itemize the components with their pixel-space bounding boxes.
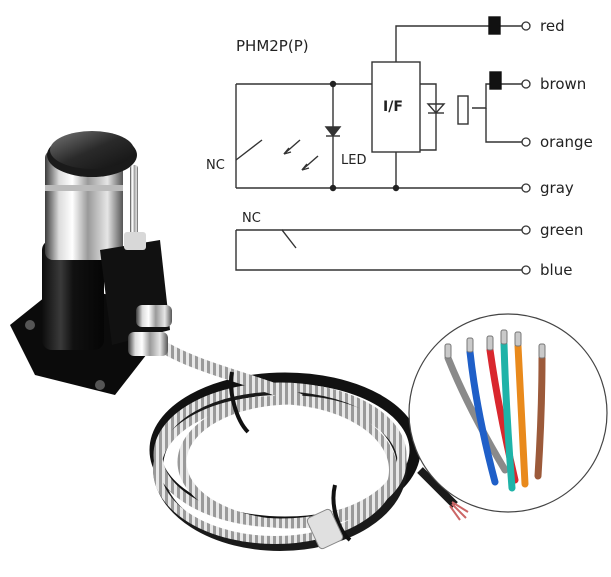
wire-label-green: green: [540, 221, 583, 239]
wire-strand: [500, 340, 516, 492]
cable-coil: [149, 339, 469, 551]
wire-terminal-crimp: [486, 335, 494, 351]
schematic-nodes: [329, 80, 400, 192]
wire-label-gray: gray: [540, 179, 574, 197]
wire-colors-inset: [408, 313, 608, 513]
nc-contact-label: NC: [242, 211, 261, 226]
wire-terminal-crimp: [500, 329, 508, 345]
wire-terminal-crimp: [514, 331, 522, 347]
model-label: PHM2P(P): [236, 37, 309, 55]
led-label: LED: [341, 153, 366, 168]
wire-strand: [444, 354, 509, 474]
wire-terminals: [521, 21, 531, 275]
wire-strands: [444, 329, 546, 492]
wiring-schematic: [235, 16, 522, 271]
wire-strand: [514, 342, 529, 488]
wire-terminal-crimp: [466, 337, 474, 353]
wire-label-blue: blue: [540, 261, 572, 279]
nc-switch-label: NC: [206, 158, 225, 173]
wire-label-orange: orange: [540, 133, 593, 151]
wire-terminal-crimp: [444, 343, 452, 359]
wire-strand: [534, 354, 546, 480]
touch-probe: [10, 131, 172, 395]
wire-label-red: red: [540, 17, 565, 35]
wire-terminal-crimp: [538, 343, 546, 359]
wire-label-brown: brown: [540, 75, 586, 93]
interface-label: I/F: [383, 99, 403, 115]
wire-strand: [466, 348, 499, 486]
